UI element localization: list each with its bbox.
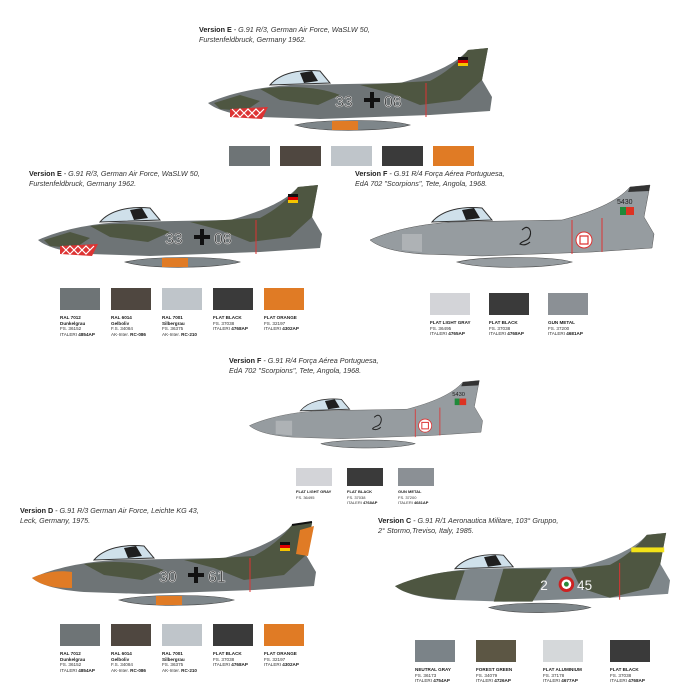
g91-jet-german-camo-icon: 33 08 <box>208 48 492 131</box>
caption-middle-version-f: Version F - G.91 R/4 Força Aérea Portugu… <box>229 356 379 375</box>
version-description: - G.91 R/3, German Air Force, WaSLW 50, <box>61 169 200 178</box>
svg-text:45: 45 <box>577 578 592 593</box>
caption-right-version-f: Version F - G.91 R/4 Força Aérea Portugu… <box>355 169 505 188</box>
svg-text:5430: 5430 <box>617 199 633 206</box>
aircraft-illustration-left-version-d: 30 61 <box>24 520 324 615</box>
aircraft-code-left: 33 <box>335 94 353 111</box>
color-swatch <box>331 146 372 166</box>
version-label: Version F <box>355 169 388 178</box>
color-swatch <box>280 146 321 166</box>
version-description: - G.91 R/3 German Air Force, Leichte KG … <box>53 506 199 515</box>
color-swatch <box>229 146 270 166</box>
version-description: - G.91 R/3, German Air Force, WaSLW 50, <box>231 25 370 34</box>
color-swatch <box>433 146 474 166</box>
version-location: Leck, Germany, 1975. <box>20 515 91 525</box>
aircraft-illustration-left-version-e: 33 08 <box>30 182 330 277</box>
version-label: Version E <box>29 169 62 178</box>
svg-text:2: 2 <box>540 578 548 593</box>
caption-left-version-e: Version E - G.91 R/3, German Air Force, … <box>29 169 200 188</box>
version-description: - G.91 R/1 Aeronautica Militare, 103° Gr… <box>411 516 559 525</box>
caption-top-version-e: Version E - G.91 R/3, German Air Force, … <box>199 25 370 44</box>
svg-text:33: 33 <box>165 231 183 248</box>
top-swatch-row <box>229 146 484 166</box>
svg-text:30: 30 <box>159 569 177 586</box>
version-location: Furstenfeldbruck, Germany 1962. <box>29 178 137 188</box>
aircraft-illustration-top-version-e: 33 08 <box>200 45 500 140</box>
svg-text:08: 08 <box>214 231 232 248</box>
aircraft-illustration-middle-version-f: 5430 <box>232 378 500 456</box>
version-location: EdA 702 "Scorpions", Tete, Angola, 1968. <box>355 178 488 188</box>
version-location: Furstenfeldbruck, Germany 1962. <box>199 34 307 44</box>
version-label: Version E <box>199 25 232 34</box>
caption-right-version-c: Version C - G.91 R/1 Aeronautica Militar… <box>378 516 558 535</box>
version-label: Version F <box>229 356 262 365</box>
version-location: EdA 702 "Scorpions", Tete, Angola, 1968. <box>229 365 362 375</box>
color-swatch <box>382 146 423 166</box>
aircraft-code-right: 08 <box>384 94 402 111</box>
svg-text:61: 61 <box>208 569 226 586</box>
aircraft-illustration-right-version-f: 5430 <box>362 182 662 277</box>
version-label: Version D <box>20 506 54 515</box>
version-description: - G.91 R/4 Força Aérea Portuguesa, <box>261 356 379 365</box>
version-label: Version C <box>378 516 412 525</box>
svg-text:5430: 5430 <box>452 392 465 398</box>
version-description: - G.91 R/4 Força Aérea Portuguesa, <box>387 169 505 178</box>
caption-left-version-d: Version D - G.91 R/3 German Air Force, L… <box>20 506 199 525</box>
version-location: 2° Stormo,Treviso, Italy, 1985. <box>378 525 474 535</box>
aircraft-illustration-right-version-c: 2 45 <box>380 530 685 622</box>
